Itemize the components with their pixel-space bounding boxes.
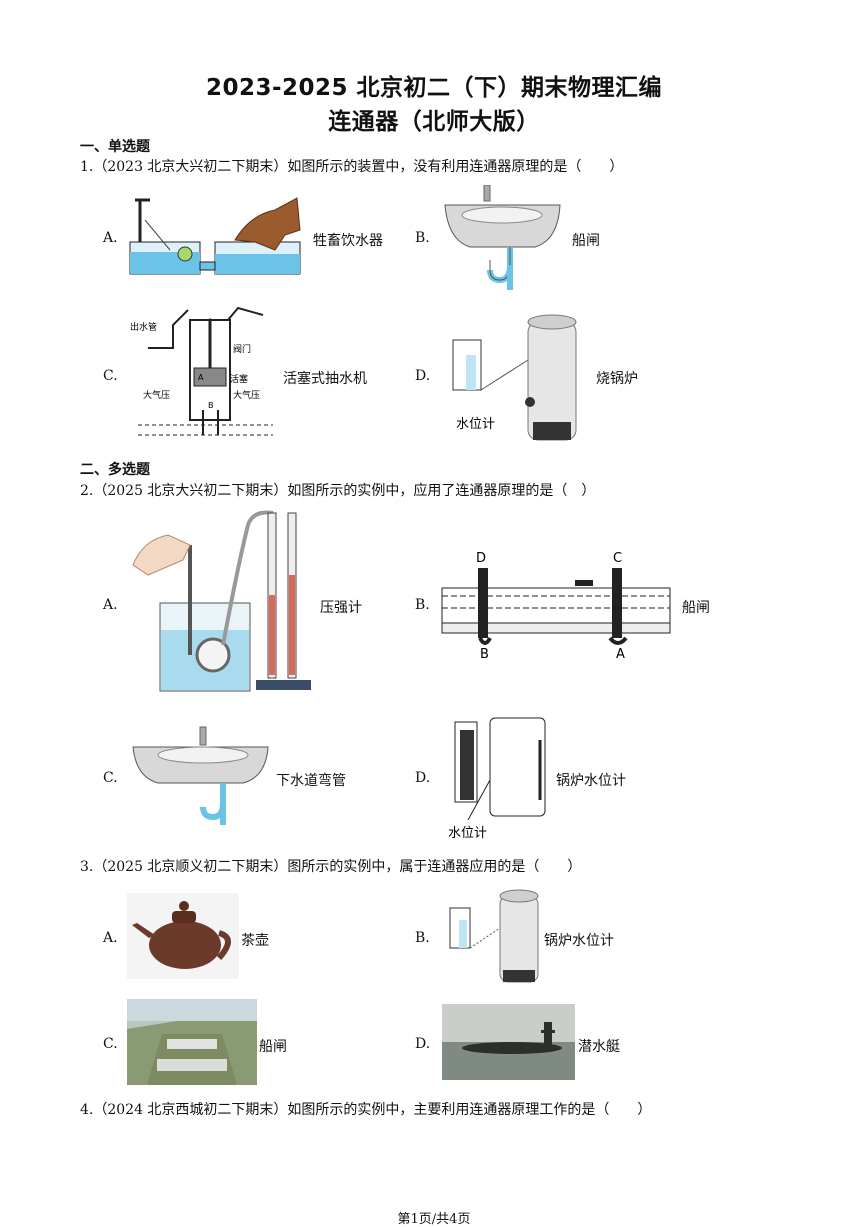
page-number: 第1页/共4页: [397, 1212, 471, 1227]
label-piston: 活塞: [230, 373, 248, 385]
label-atm-right: 大气压: [233, 389, 260, 401]
q2-option-a-caption: 压强计: [320, 600, 362, 616]
label-a: A: [198, 373, 204, 382]
submarine-photo: [442, 1004, 575, 1080]
q3-option-a-letter: A.: [103, 930, 118, 946]
q3-option-b-letter: B.: [415, 930, 430, 946]
boiler-gauge-figure: 水位计: [448, 717, 546, 841]
piston-pump-figure: 出水管 阀门 活塞 大气压 大气压 A B: [130, 306, 273, 436]
q3-option-a-caption: 茶壶: [241, 933, 269, 949]
q2-option-c-caption: 下水道弯管: [276, 773, 346, 789]
q2-option-b-letter: B.: [415, 597, 430, 613]
q2-option-c-letter: C.: [103, 770, 118, 786]
question-1-text: 1.（2023 北京大兴初二下期末）如图所示的装置中，没有利用连通器原理的是（ …: [80, 159, 624, 175]
boiler-figure: 水位计: [452, 314, 577, 441]
q1-option-b-caption: 船闸: [572, 233, 600, 249]
section-multiple-choice: 二、多选题: [80, 462, 150, 478]
label-c: C: [613, 551, 622, 566]
q1-option-a-letter: A.: [103, 230, 118, 246]
sink-trap-figure: [444, 185, 561, 290]
label-atm-left: 大气压: [143, 389, 170, 401]
question-3-text: 3.（2025 北京顺义初二下期末）图所示的实例中，属于连通器应用的是（ ）: [80, 859, 582, 875]
label-outlet-pipe: 出水管: [130, 321, 157, 333]
label-valve: 阀门: [233, 343, 251, 355]
q1-option-b-letter: B.: [415, 230, 430, 246]
livestock-waterer-figure: [129, 197, 301, 275]
q3-option-c-letter: C.: [103, 1036, 118, 1052]
q3-option-c-caption: 船闸: [259, 1039, 287, 1055]
q2-option-b-caption: 船闸: [682, 600, 710, 616]
ship-lock-photo: [127, 999, 257, 1085]
q2-option-d-letter: D.: [415, 770, 431, 786]
q1-option-a-caption: 牲畜饮水器: [313, 233, 383, 249]
q3-option-d-letter: D.: [415, 1036, 431, 1052]
page-title: 2023-2025 北京初二（下）期末物理汇编: [205, 75, 663, 101]
boiler-photo: [449, 889, 539, 983]
teapot-photo: [127, 893, 239, 979]
label-b: B: [208, 401, 214, 410]
section-single-choice: 一、单选题: [80, 139, 150, 155]
question-4-text: 4.（2024 北京西城初二下期末）如图所示的实例中，主要利用连通器原理工作的是…: [80, 1102, 652, 1118]
q1-option-c-caption: 活塞式抽水机: [283, 371, 367, 387]
pressure-gauge-figure: [132, 510, 311, 692]
label-a-lock: A: [616, 647, 625, 662]
label-d: D: [476, 551, 486, 566]
question-2-text: 2.（2025 北京大兴初二下期末）如图所示的实例中，应用了连通器原理的是（ ）: [80, 483, 596, 499]
label-b-lock: B: [480, 647, 489, 662]
q2-option-d-caption: 锅炉水位计: [556, 773, 626, 789]
q1-option-c-letter: C.: [103, 368, 118, 384]
q2-option-a-letter: A.: [103, 597, 118, 613]
label-water-gauge-q1: 水位计: [456, 417, 495, 432]
q1-option-d-caption: 烧锅炉: [596, 371, 638, 387]
page-subtitle: 连通器（北师大版）: [328, 109, 540, 135]
drain-bend-figure: [132, 726, 269, 825]
q3-option-b-caption: 锅炉水位计: [544, 933, 614, 949]
ship-lock-figure: D C B A: [441, 551, 671, 662]
q1-option-d-letter: D.: [415, 368, 431, 384]
q3-option-d-caption: 潜水艇: [578, 1039, 620, 1055]
label-water-gauge-q2: 水位计: [448, 826, 487, 841]
